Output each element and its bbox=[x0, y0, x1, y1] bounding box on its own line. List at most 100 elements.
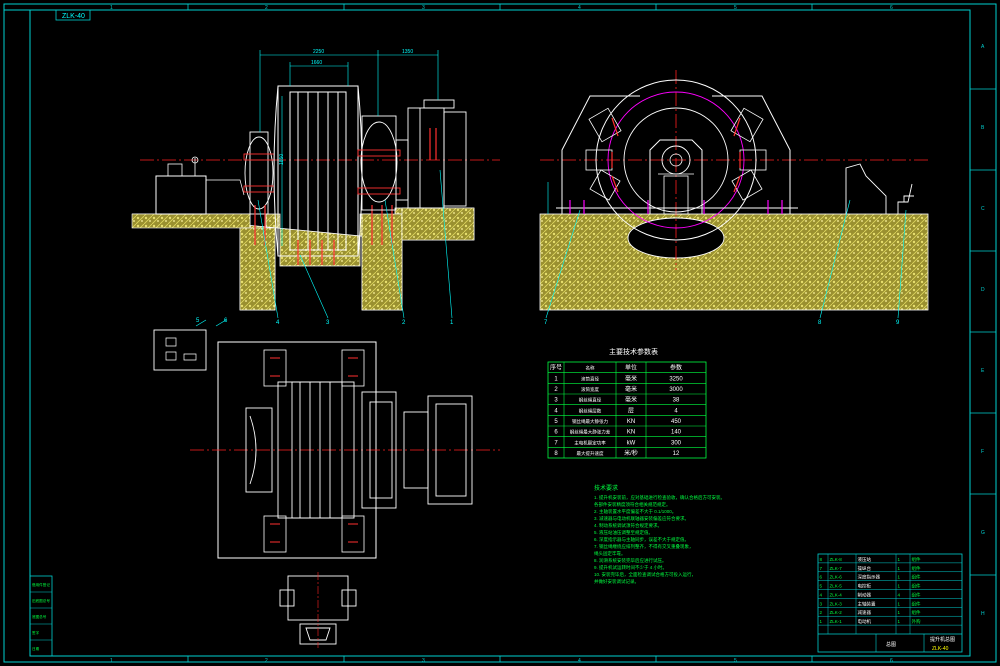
tech-note-line: 4. 制动系统调试须符合规定要求。 bbox=[594, 522, 662, 529]
reducer-motor bbox=[395, 99, 467, 209]
title-block-code: ZLK-40 bbox=[932, 646, 949, 652]
title-block-cell: 操纵台 bbox=[858, 565, 872, 572]
params-header-cell: 单位 bbox=[625, 364, 637, 372]
side-drum-outer bbox=[595, 79, 757, 241]
title-block-cell: ZLK-3 bbox=[830, 601, 843, 606]
params-table-grid bbox=[548, 362, 706, 458]
col-mark-bottom-5: 5 bbox=[734, 658, 737, 664]
dim-2250: 2250 bbox=[313, 49, 324, 55]
col-mark-bottom-3: 3 bbox=[422, 658, 425, 664]
front-balloon-4: 4 bbox=[276, 320, 280, 326]
hydraulic-tank-top bbox=[167, 163, 183, 177]
front-floor-left bbox=[131, 213, 251, 229]
title-block-cell: 2 bbox=[820, 610, 823, 615]
technical-requirements: 技术要求 1. 提升机安装前，应对基础进行检查验收，确认合格后方可安装。 各部件… bbox=[594, 484, 725, 585]
row-mark-C: C bbox=[981, 206, 985, 212]
hydraulic-valve bbox=[191, 156, 199, 164]
title-block-cell: 1 bbox=[898, 557, 901, 562]
tech-note-line: 5. 液压站油压调整至规定值。 bbox=[594, 529, 653, 536]
front-dimensions bbox=[259, 50, 439, 246]
tech-note-line: 7. 钢丝绳缠绕应排列整齐，不得有交叉重叠现象， bbox=[594, 543, 694, 550]
side-frame-right bbox=[712, 95, 791, 214]
row-mark-A: A bbox=[981, 44, 985, 50]
params-cell: 钢丝绳最大静张力差 bbox=[570, 429, 611, 436]
title-block-cell: ZLK-1 bbox=[830, 619, 843, 624]
title-block-cell: 5 bbox=[820, 584, 823, 589]
params-cell: kW bbox=[627, 440, 636, 446]
side-frame-left bbox=[561, 95, 640, 214]
side-bearing-block bbox=[663, 175, 689, 215]
params-cell: 8 bbox=[554, 451, 558, 457]
tech-notes-title: 技术要求 bbox=[594, 484, 618, 492]
front-elevation-view: 2250 1660 1350 1850 4 3 2 1 bbox=[131, 49, 500, 326]
row-mark-G: G bbox=[981, 530, 985, 536]
tech-note-line: 各部件安装精度须符合相关规范规定。 bbox=[594, 501, 671, 508]
title-block-cell: 减速器 bbox=[858, 609, 872, 616]
col-mark-top-1: 1 bbox=[110, 5, 113, 11]
dim-1350: 1350 bbox=[402, 49, 413, 55]
title-block-cell: ZLK-5 bbox=[830, 584, 843, 589]
params-cell: 层 bbox=[628, 407, 634, 414]
front-balloon-2: 2 bbox=[402, 320, 406, 326]
col-mark-bottom-2: 2 bbox=[265, 658, 268, 664]
tech-note-line: 绳头固定牢靠。 bbox=[594, 550, 626, 557]
params-cell: 毫米 bbox=[625, 385, 637, 393]
side-brake-pads bbox=[611, 117, 741, 193]
params-cell: 米/秒 bbox=[624, 449, 638, 457]
title-block-cell: 组件 bbox=[912, 591, 921, 598]
params-cell: 12 bbox=[673, 451, 680, 457]
left-stamp-label: 签字 bbox=[32, 630, 40, 635]
params-header-cell: 名称 bbox=[586, 365, 595, 372]
front-leaders bbox=[257, 169, 453, 319]
title-block-cell: 1 bbox=[898, 610, 901, 615]
title-block-cell: 组件 bbox=[912, 583, 921, 590]
title-block-cell: 4 bbox=[898, 592, 901, 597]
title-block-cell: 1 bbox=[898, 575, 901, 580]
params-cell: 滚筒宽度 bbox=[581, 386, 599, 393]
left-stamp-label: 日期 bbox=[32, 646, 40, 651]
params-cell: KN bbox=[627, 430, 635, 436]
params-cell: 3000 bbox=[669, 387, 683, 393]
params-table-title: 主要技术参数表 bbox=[609, 347, 658, 356]
title-block-grid bbox=[818, 554, 962, 634]
params-cell: 钢丝绳直径 bbox=[579, 397, 602, 404]
plan-hydraulic-station bbox=[153, 329, 207, 371]
side-elevation-view: 7 8 9 bbox=[539, 70, 930, 326]
tech-note-line: 3. 减速器与电动机联轴器安装偏差应符合要求。 bbox=[594, 515, 689, 522]
front-balloon-1: 1 bbox=[450, 320, 454, 326]
row-mark-B: B bbox=[981, 125, 985, 131]
row-mark-E: E bbox=[981, 368, 985, 374]
tech-note-line: 并做好安装调试记录。 bbox=[594, 578, 639, 585]
title-block-cell: 主轴装置 bbox=[858, 600, 876, 607]
col-mark-bottom-1: 1 bbox=[110, 658, 113, 664]
title-block-cell: 制动器 bbox=[858, 591, 872, 598]
title-block-cell: 7 bbox=[820, 566, 823, 571]
params-cell: 3250 bbox=[669, 376, 683, 382]
params-cell: 滚筒直径 bbox=[581, 375, 599, 382]
side-leaders bbox=[545, 199, 907, 319]
side-balloon-7: 7 bbox=[544, 320, 548, 326]
params-cell: 4 bbox=[554, 408, 558, 414]
row-mark-H: H bbox=[981, 611, 985, 617]
drawing-code-box bbox=[55, 9, 91, 21]
col-mark-bottom-4: 4 bbox=[578, 658, 581, 664]
title-block-cell: 1 bbox=[898, 566, 901, 571]
params-cell: KN bbox=[627, 419, 635, 425]
drawing-code-top: ZLK-40 bbox=[62, 13, 85, 20]
params-cell: 3 bbox=[554, 398, 558, 404]
tech-notes-lines: 1. 提升机安装前，应对基础进行检查验收，确认合格后方可安装。 各部件安装精度须… bbox=[594, 494, 725, 585]
title-block-cell: 8 bbox=[820, 557, 823, 562]
right-brake bbox=[357, 115, 401, 211]
params-cell: 2 bbox=[554, 387, 558, 393]
title-block-title: 提升机总图 bbox=[930, 636, 955, 643]
winding-drum bbox=[273, 85, 363, 257]
plan-brake-blocks bbox=[263, 349, 365, 553]
tech-note-line: 9. 提升机试运转时间不少于 4 小时。 bbox=[594, 564, 667, 571]
params-header-cell: 序号 bbox=[550, 364, 562, 372]
title-block-cell: 组件 bbox=[912, 609, 921, 616]
title-block-cell: 外购 bbox=[912, 618, 921, 625]
